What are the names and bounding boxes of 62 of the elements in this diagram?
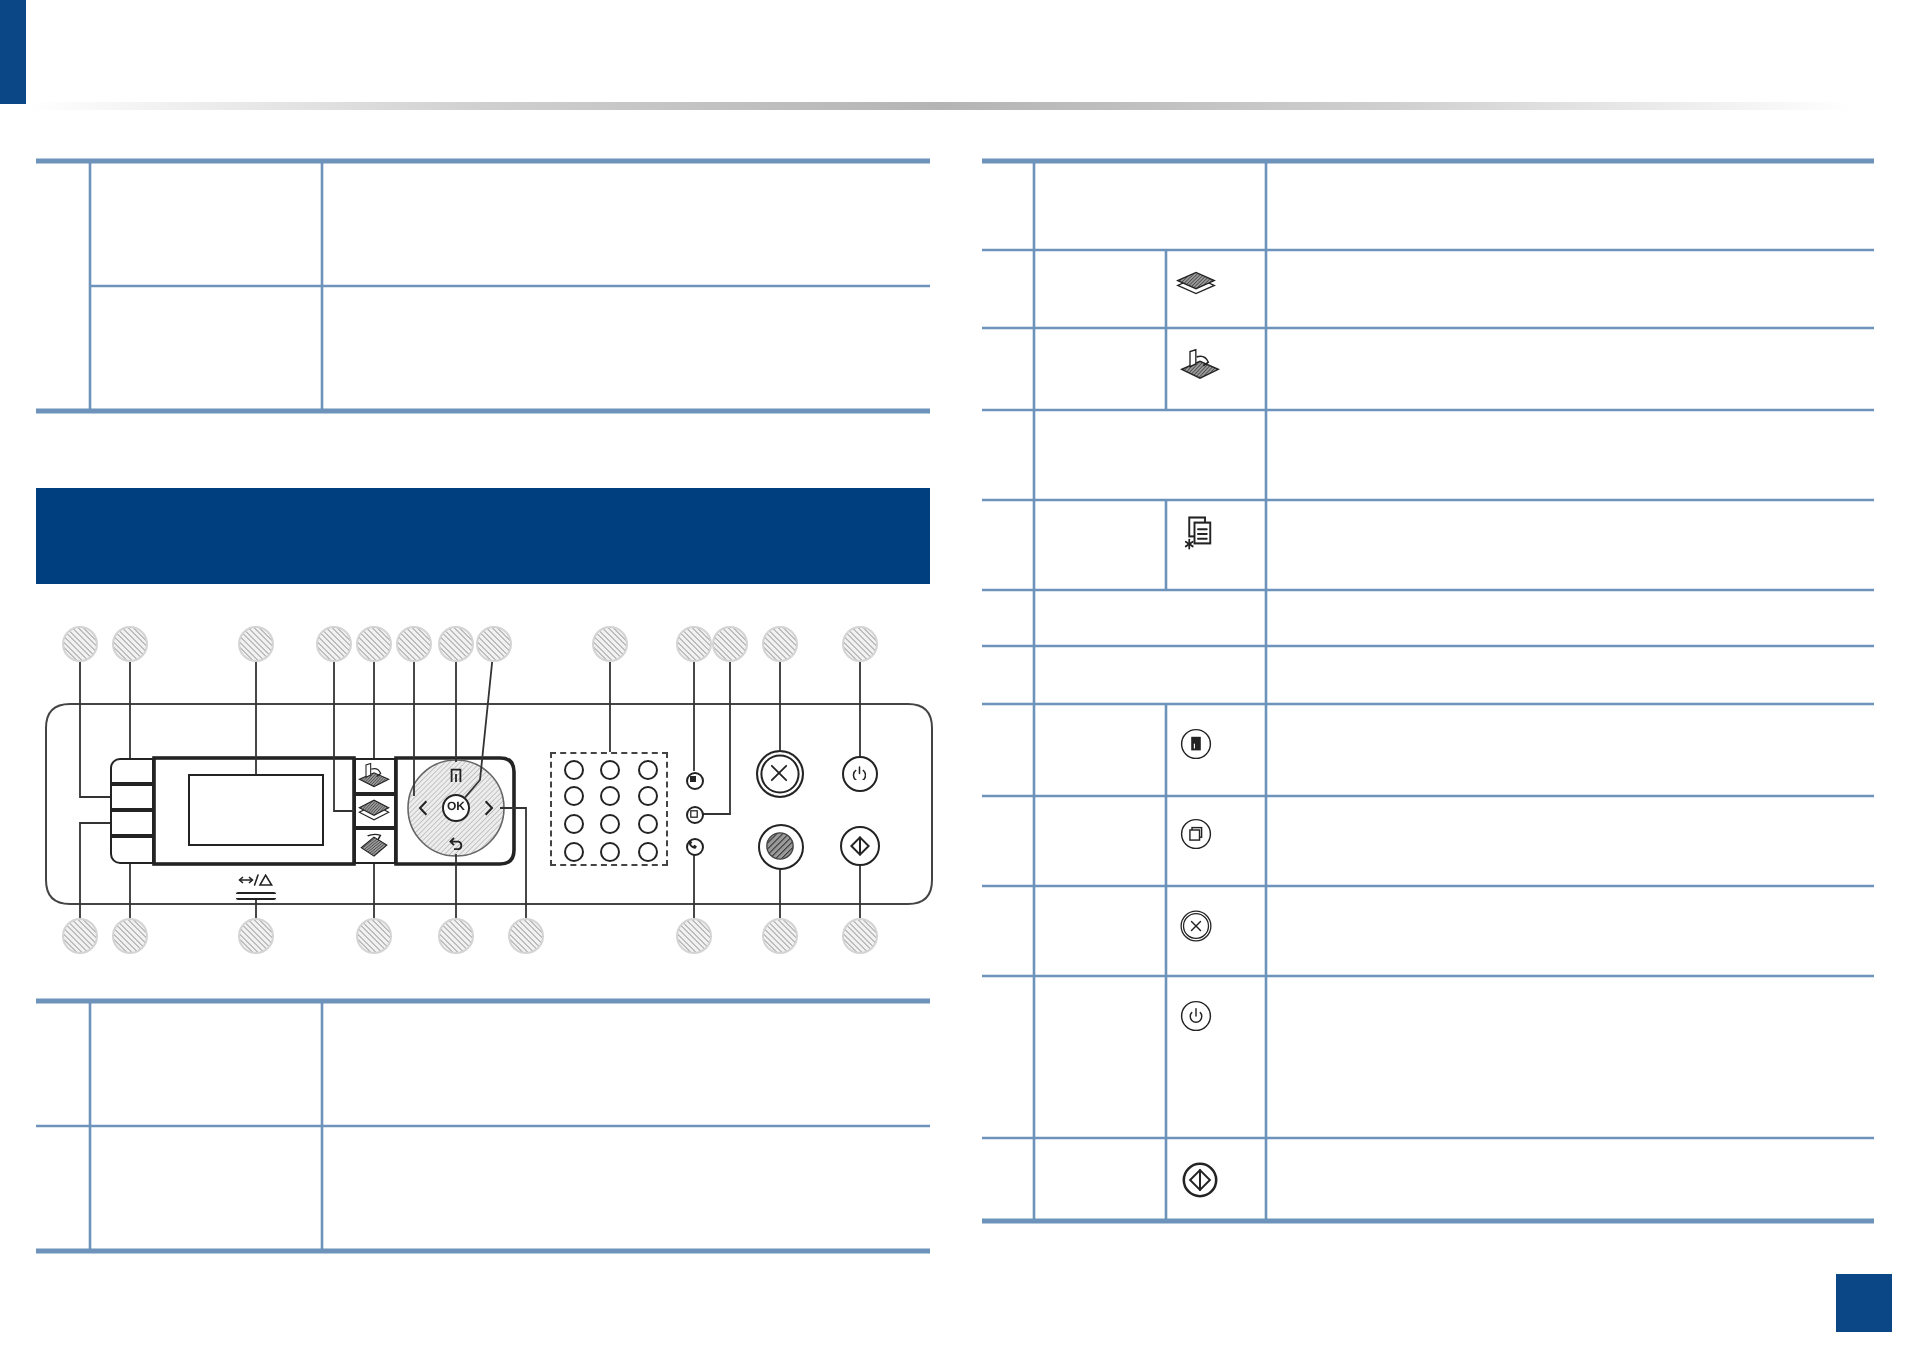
leader-line — [859, 865, 861, 919]
round-key — [840, 826, 880, 866]
port-slot — [236, 892, 276, 899]
callout-circle — [508, 918, 544, 954]
callout-circle — [712, 626, 748, 662]
leader-line — [79, 661, 111, 798]
side-key — [110, 784, 154, 810]
mode-key — [354, 828, 396, 864]
round-key — [685, 805, 703, 823]
callout-circle — [396, 626, 432, 662]
leader-line — [373, 661, 375, 759]
side-key — [110, 810, 154, 836]
side-key — [110, 836, 154, 864]
round-key — [685, 771, 703, 789]
callout-circle — [62, 626, 98, 662]
leader-line — [129, 863, 131, 919]
leader-line — [129, 661, 131, 759]
leader-line — [499, 807, 527, 919]
callout-circle — [476, 626, 512, 662]
mode-key — [354, 794, 396, 828]
callout-circle — [62, 918, 98, 954]
mode-key — [354, 758, 396, 794]
leader-line — [333, 661, 355, 812]
callout-circle — [316, 626, 352, 662]
round-key — [757, 823, 803, 869]
leader-line — [779, 661, 781, 751]
callout-circle — [238, 918, 274, 954]
callout-circle — [356, 918, 392, 954]
leader-line — [702, 661, 731, 815]
callout-circle — [676, 626, 712, 662]
callout-circle — [438, 626, 474, 662]
round-key — [842, 756, 878, 792]
leader-line — [464, 661, 494, 799]
callout-circle — [238, 626, 274, 662]
page-number-box — [1836, 1274, 1892, 1332]
callout-circle — [842, 626, 878, 662]
callout-circle — [592, 626, 628, 662]
side-key — [110, 758, 154, 784]
leader-line — [79, 822, 111, 919]
callout-circle — [842, 918, 878, 954]
leader-line — [693, 854, 695, 919]
keypad — [550, 752, 668, 866]
callout-circle — [676, 918, 712, 954]
leader-line — [693, 661, 695, 772]
leader-line — [779, 868, 781, 919]
leader-line — [859, 661, 861, 757]
callout-circle — [762, 626, 798, 662]
callout-circle — [438, 918, 474, 954]
leader-line — [255, 661, 257, 775]
callout-circle — [356, 626, 392, 662]
leader-line — [609, 661, 611, 753]
display-screen — [188, 774, 324, 846]
callout-circle — [112, 626, 148, 662]
round-key — [685, 837, 703, 855]
leader-line — [373, 863, 375, 919]
leader-line — [455, 661, 457, 763]
callout-circle — [762, 918, 798, 954]
callout-circle — [112, 918, 148, 954]
section-heading-band — [36, 488, 930, 584]
leader-line — [255, 898, 257, 919]
leader-line — [455, 853, 457, 919]
round-key — [756, 750, 804, 798]
